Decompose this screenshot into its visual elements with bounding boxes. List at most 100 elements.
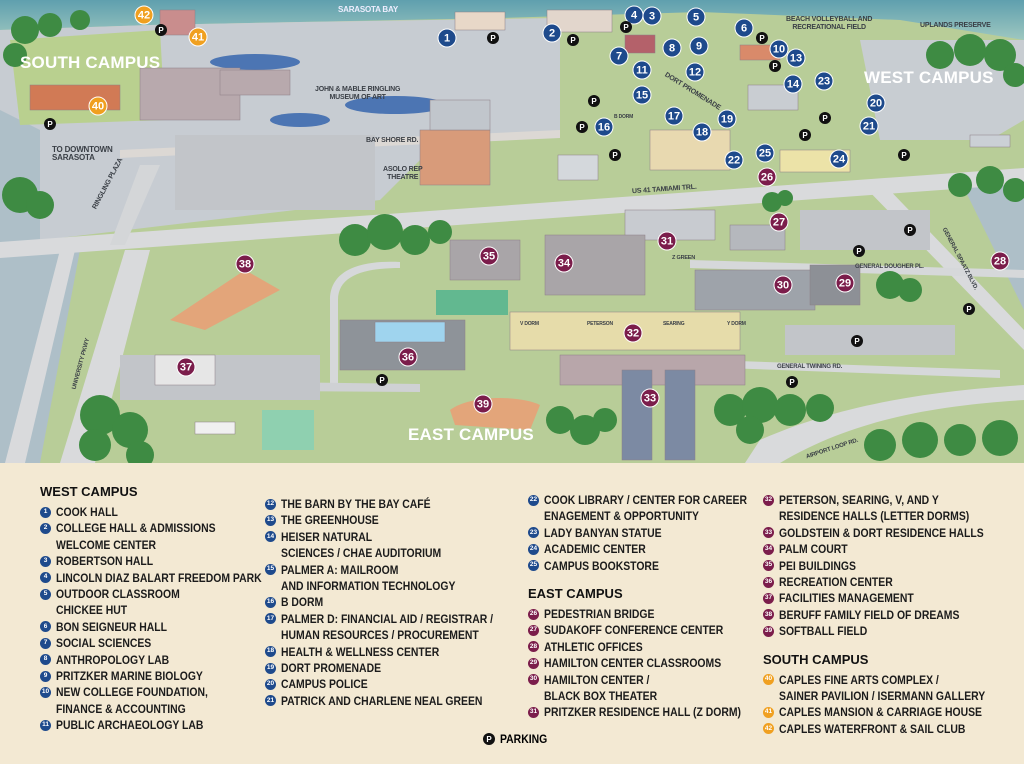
legend-item-label: PRITZKER MARINE BIOLOGY bbox=[56, 669, 203, 684]
map-marker-29[interactable]: 29 bbox=[835, 273, 855, 293]
map-marker-7[interactable]: 7 bbox=[609, 46, 629, 66]
map-marker-24[interactable]: 24 bbox=[829, 149, 849, 169]
map-marker-28[interactable]: 28 bbox=[990, 251, 1010, 271]
map-marker-23[interactable]: 23 bbox=[814, 71, 834, 91]
map-marker-9[interactable]: 9 bbox=[689, 36, 709, 56]
parking-icon[interactable]: P bbox=[786, 376, 798, 388]
legend-item-label: BON SEIGNEUR HALL bbox=[56, 619, 168, 634]
legend-item-label: CAMPUS BOOKSTORE bbox=[544, 558, 659, 573]
parking-icon[interactable]: P bbox=[576, 121, 588, 133]
marker-number-icon: 33 bbox=[763, 527, 774, 539]
searing-label: SEARING bbox=[663, 321, 685, 327]
parking-icon[interactable]: P bbox=[155, 24, 167, 36]
map-marker-31[interactable]: 31 bbox=[657, 231, 677, 251]
map-marker-40[interactable]: 40 bbox=[88, 96, 108, 116]
map-marker-35[interactable]: 35 bbox=[479, 246, 499, 266]
map-marker-5[interactable]: 5 bbox=[686, 7, 706, 27]
parking-icon[interactable]: P bbox=[756, 32, 768, 44]
marker-number-icon: 34 bbox=[763, 543, 774, 555]
map-marker-15[interactable]: 15 bbox=[632, 85, 652, 105]
map-marker-14[interactable]: 14 bbox=[783, 74, 803, 94]
map-marker-33[interactable]: 33 bbox=[640, 388, 660, 408]
map-marker-42[interactable]: 42 bbox=[134, 5, 154, 25]
map-marker-39[interactable]: 39 bbox=[473, 394, 493, 414]
legend-item-label: HEALTH & WELLNESS CENTER bbox=[281, 644, 440, 659]
marker-number-icon: 38 bbox=[763, 609, 774, 621]
parking-icon[interactable]: P bbox=[851, 335, 863, 347]
map-marker-20[interactable]: 20 bbox=[866, 93, 886, 113]
map-marker-18[interactable]: 18 bbox=[692, 122, 712, 142]
map-marker-25[interactable]: 25 bbox=[755, 143, 775, 163]
map-marker-11[interactable]: 11 bbox=[632, 60, 652, 80]
map-marker-27[interactable]: 27 bbox=[769, 212, 789, 232]
map-marker-8[interactable]: 8 bbox=[662, 38, 682, 58]
parking-icon[interactable]: P bbox=[376, 374, 388, 386]
map-marker-4[interactable]: 4 bbox=[624, 5, 644, 25]
parking-icon[interactable]: P bbox=[799, 129, 811, 141]
map-marker-21[interactable]: 21 bbox=[859, 116, 879, 136]
parking-icon[interactable]: P bbox=[853, 245, 865, 257]
map-marker-2[interactable]: 2 bbox=[542, 23, 562, 43]
map-marker-3[interactable]: 3 bbox=[642, 6, 662, 26]
parking-icon[interactable]: P bbox=[904, 224, 916, 236]
parking-icon[interactable]: P bbox=[609, 149, 621, 161]
v-dorm-label: V DORM bbox=[520, 321, 539, 327]
basketball-court bbox=[262, 410, 314, 450]
parking-icon[interactable]: P bbox=[769, 60, 781, 72]
map-marker-6[interactable]: 6 bbox=[734, 18, 754, 38]
marker-number-icon: 9 bbox=[40, 670, 51, 682]
parking-icon[interactable]: P bbox=[963, 303, 975, 315]
legend-item-label: SOFTBALL FIELD bbox=[779, 624, 868, 639]
map-illustration bbox=[0, 0, 1024, 463]
marker-number-icon: 15 bbox=[265, 564, 276, 576]
legend-item-label: THE BARN BY THE BAY CAFÉ bbox=[281, 497, 431, 511]
map-marker-12[interactable]: 12 bbox=[685, 62, 705, 82]
parking-icon[interactable]: P bbox=[487, 32, 499, 44]
parking-icon[interactable]: P bbox=[620, 21, 632, 33]
map-marker-1[interactable]: 1 bbox=[437, 28, 457, 48]
marker-number-icon: 31 bbox=[528, 706, 539, 718]
twining-rd-label: GENERAL TWINING RD. bbox=[777, 364, 843, 370]
parking-icon[interactable]: P bbox=[588, 95, 600, 107]
sarasota-bay-label: SARASOTA BAY bbox=[338, 5, 398, 14]
campus-map[interactable]: SOUTH CAMPUS WEST CAMPUS EAST CAMPUS SAR… bbox=[0, 0, 1024, 463]
map-marker-36[interactable]: 36 bbox=[398, 347, 418, 367]
map-marker-19[interactable]: 19 bbox=[717, 109, 737, 129]
map-marker-10[interactable]: 10 bbox=[769, 39, 789, 59]
marker-number-icon: 7 bbox=[40, 637, 51, 649]
map-marker-41[interactable]: 41 bbox=[188, 27, 208, 47]
east-campus-heading: EAST CAMPUS bbox=[528, 586, 623, 602]
parking-icon[interactable]: P bbox=[898, 149, 910, 161]
parking-icon[interactable]: P bbox=[44, 118, 56, 130]
map-marker-38[interactable]: 38 bbox=[235, 254, 255, 274]
marker-number-icon: 42 bbox=[763, 723, 774, 735]
map-marker-22[interactable]: 22 bbox=[724, 150, 744, 170]
map-marker-13[interactable]: 13 bbox=[786, 48, 806, 68]
map-marker-26[interactable]: 26 bbox=[757, 167, 777, 187]
legend-item-label: PUBLIC ARCHAEOLOGY LAB bbox=[56, 718, 204, 733]
map-marker-32[interactable]: 32 bbox=[623, 323, 643, 343]
map-marker-34[interactable]: 34 bbox=[554, 253, 574, 273]
legend-item-label: ACADEMIC CENTER bbox=[544, 542, 646, 557]
map-marker-17[interactable]: 17 bbox=[664, 106, 684, 126]
z-green-label: Z GREEN bbox=[672, 255, 696, 261]
marker-number-icon: 21 bbox=[265, 695, 276, 707]
map-marker-16[interactable]: 16 bbox=[594, 117, 614, 137]
map-marker-30[interactable]: 30 bbox=[773, 275, 793, 295]
map-marker-37[interactable]: 37 bbox=[176, 357, 196, 377]
parking-icon[interactable]: P bbox=[567, 34, 579, 46]
parking-label: PARKING bbox=[500, 732, 548, 746]
parking-icon[interactable]: P bbox=[819, 112, 831, 124]
lake bbox=[210, 54, 300, 70]
